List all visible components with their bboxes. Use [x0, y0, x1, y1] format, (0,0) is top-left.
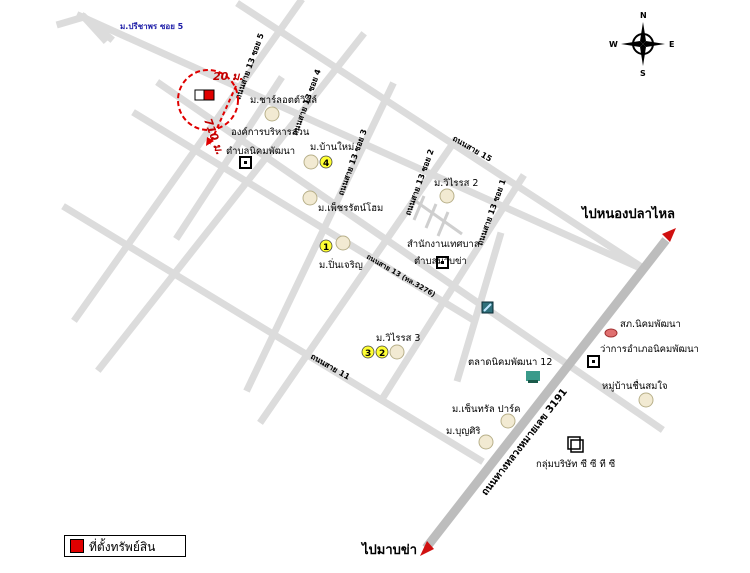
compass-e: E [669, 40, 674, 49]
road-network [55, 0, 665, 465]
sub-road-comb [412, 195, 463, 237]
village-icon [264, 106, 654, 450]
distance-arrow-head [206, 137, 214, 146]
number-badges: 4 1 3 2 [319, 155, 389, 359]
place-labels: ม.ชาร์ลอตต์วิลล์ องค์การบริหารส่วน ตำบลน… [226, 94, 699, 470]
property-marker [203, 89, 215, 101]
road-extra-west [131, 109, 475, 323]
badge-4 [319, 155, 333, 169]
badge-1 [319, 239, 333, 253]
arrow-southwest [420, 541, 434, 556]
label-market: ตลาดนิคมพัฒนา 12 [468, 357, 552, 368]
highway-3191 [422, 237, 670, 551]
police-icon [604, 328, 618, 338]
label-ban-mai: ม.บ้านใหม่ [310, 141, 354, 153]
badge-2 [375, 345, 389, 359]
road-13-soi5 [71, 0, 305, 323]
road-minor-east [453, 231, 505, 383]
label-tambon-office2: ตำบลนิคมพัฒนา [226, 146, 295, 157]
poi-markers: 4 1 3 2 [239, 106, 654, 453]
compass-icon: N S E W [609, 11, 674, 78]
label-company: กลุ่มบริษัท ซี ซี ที ซี [536, 458, 616, 470]
road-label-soi5-title: ม.ปรีชาพร ซอย 5 [120, 21, 184, 31]
badge-2-text: 2 [379, 349, 385, 359]
compass-s: S [640, 69, 646, 78]
compass-w: W [609, 40, 618, 49]
direction-arrows: ไปหนองปลาไหล ไปมาบข่า [360, 205, 676, 558]
legend-swatch [70, 539, 84, 553]
legend: ที่ตั้งทรัพย์สิน [64, 535, 186, 557]
label-to-nongplalai: ไปหนองปลาไหล [580, 205, 675, 222]
road-label-11: ถนนสาย 11 [309, 352, 352, 382]
badge-1-text: 1 [323, 243, 329, 253]
road-13-soi3 [243, 81, 397, 393]
label-district-office: ว่าการอำเภอนิคมพัฒนา [600, 344, 699, 355]
arrow-northeast [662, 228, 676, 242]
label-phet: ม.เพ็ชรรัตน์โฮม [318, 201, 383, 214]
road-upper-diagonal [75, 11, 645, 273]
road-13-soi1 [379, 173, 527, 401]
badge-3 [361, 345, 375, 359]
distance-20m: 20 ม. [213, 70, 244, 83]
label-pin-charoen: ม.ปิ่นเจริญ [319, 258, 363, 271]
road-13-soi4 [95, 31, 367, 373]
label-to-mapkha: ไปมาบข่า [360, 541, 417, 558]
office-icon [239, 156, 600, 368]
distance-arrow [209, 85, 237, 145]
label-police: สภ.นิคมพัฒนา [620, 319, 681, 330]
badge-4-text: 4 [323, 159, 329, 169]
compass-n: N [640, 11, 647, 20]
label-bunsiri: ม.บุญศิริ [446, 426, 481, 437]
road-15 [235, 0, 645, 271]
road-north-link [173, 75, 285, 241]
label-municipal2: ตำบลมาบข่า [414, 256, 467, 267]
label-tambon-office: องค์การบริหารส่วน [231, 126, 310, 138]
company-icon [567, 436, 584, 453]
label-wiwat2: ม.วิไรรส 2 [434, 177, 478, 189]
legend-label: ที่ตั้งทรัพย์สิน [89, 540, 156, 554]
market-icon [526, 371, 540, 383]
radius-circle [177, 69, 239, 131]
badge-3-text: 3 [365, 349, 371, 359]
label-charlotte: ม.ชาร์ลอตต์วิลล์ [250, 94, 317, 106]
label-municipal1: สำนักงานเทศบาล [407, 239, 480, 250]
label-central-park: ม.เซ็นทรัล ปาร์ค [452, 402, 521, 415]
label-chuen: หมู่บ้านชื่นสมใจ [602, 379, 668, 392]
road-13-soi2 [257, 137, 459, 425]
label-wiwat3: ม.วิไรรส 3 [376, 332, 420, 344]
